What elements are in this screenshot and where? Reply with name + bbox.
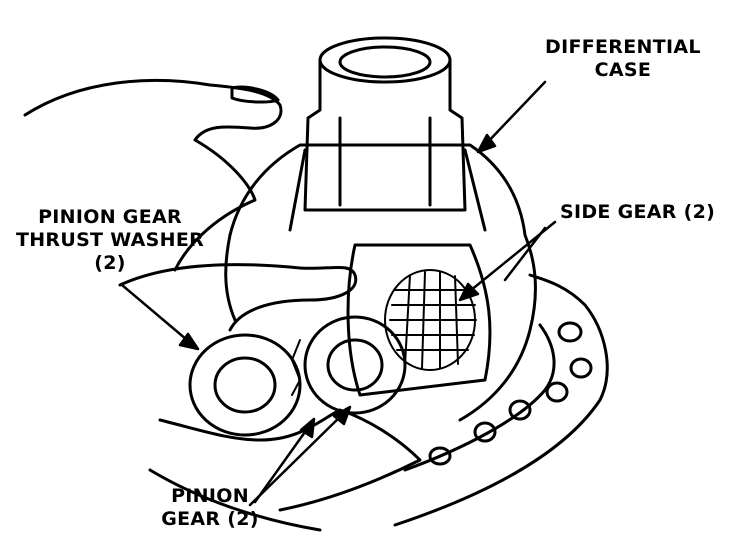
arrowhead <box>458 282 480 302</box>
case-dome-left <box>224 233 237 322</box>
arrowhead <box>299 417 316 439</box>
label-differential-case: DIFFERENTIAL CASE <box>545 36 701 82</box>
flange-bolt-hole <box>508 399 532 421</box>
label-line: THRUST WASHER <box>15 229 205 251</box>
label-side-gear: SIDE GEAR (2) <box>560 201 715 224</box>
case-flange <box>393 273 609 527</box>
flange-bolt-hole <box>557 321 583 343</box>
upper-thumbnail <box>230 85 280 104</box>
label-line: GEAR (2) <box>161 508 259 530</box>
arrowhead <box>178 332 200 351</box>
case-hub-top <box>318 36 452 84</box>
case-dome <box>228 143 537 422</box>
wrist <box>148 468 322 532</box>
case-hub-bore <box>338 45 432 79</box>
leader-lines <box>120 80 557 507</box>
label-line: CASE <box>594 59 652 81</box>
leader-differential-case <box>481 80 547 149</box>
label-line: DIFFERENTIAL <box>545 36 701 58</box>
case-flange-inner <box>403 323 556 472</box>
hands-drawing <box>23 78 422 532</box>
label-pinion-gear: PINION GEAR (2) <box>150 485 270 531</box>
flange-bolt-hole <box>545 381 569 403</box>
label-line: PINION GEAR <box>38 206 182 228</box>
side-gear-drawing <box>384 269 477 371</box>
label-line: SIDE GEAR (2) <box>560 201 716 223</box>
flange-bolt-hole <box>569 357 593 379</box>
thrust-washer-drawing <box>188 333 302 437</box>
pinion-gear-drawing <box>291 315 407 415</box>
arrowhead <box>332 405 352 426</box>
flange-bolt-hole <box>473 421 497 443</box>
flange-bolt-hole <box>428 446 452 466</box>
lower-hand <box>118 263 358 332</box>
leader-pinion-gear-2 <box>248 410 347 507</box>
differential-case-drawing <box>224 36 609 527</box>
label-line: PINION <box>171 485 249 507</box>
arrowhead <box>476 133 497 154</box>
leader-pinion-gear-1 <box>253 423 312 504</box>
upper-hand <box>23 78 283 272</box>
case-hub <box>303 58 467 212</box>
label-line: (2) <box>94 252 126 274</box>
leader-side-gear-2 <box>503 226 547 282</box>
leader-thrust-washer <box>120 283 195 347</box>
label-pinion-gear-thrust-washer: PINION GEAR THRUST WASHER (2) <box>10 206 210 275</box>
hub-rib <box>463 148 487 232</box>
hub-rib <box>288 148 307 232</box>
